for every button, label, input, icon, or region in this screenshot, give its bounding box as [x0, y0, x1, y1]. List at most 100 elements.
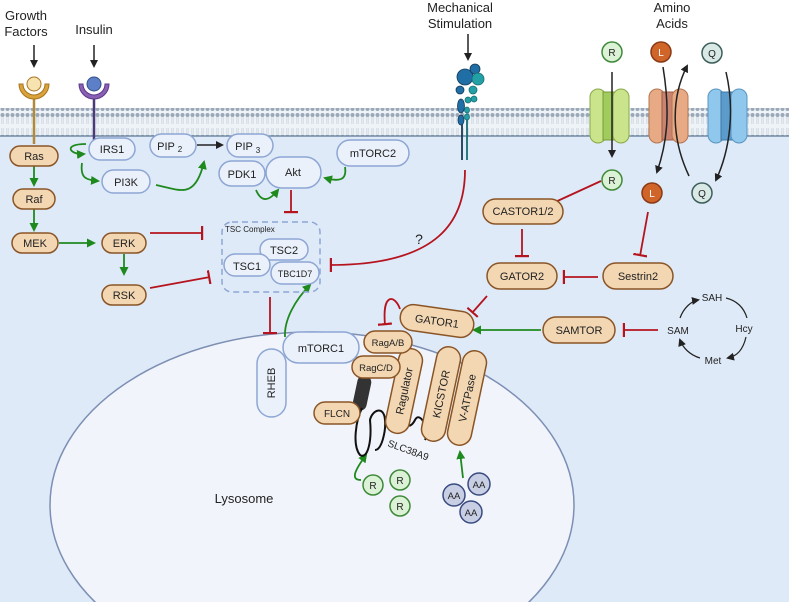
glutamine-transporter-icon	[707, 88, 748, 144]
node-pip3: PIP 3	[226, 133, 274, 158]
svg-text:Sestrin2: Sestrin2	[618, 271, 658, 283]
node-sestrin2: Sestrin2	[602, 262, 674, 290]
tsc-complex: TSC Complex TSC2 TSC1 TBC1D7	[221, 221, 321, 293]
svg-text:3: 3	[256, 146, 261, 155]
svg-text:RagC/D: RagC/D	[359, 363, 393, 374]
node-rheb: RHEB	[256, 348, 287, 418]
node-flcn: FLCN	[313, 401, 361, 425]
svg-text:PI3K: PI3K	[114, 177, 139, 189]
rsk-inhibits-tsc-line	[149, 270, 212, 289]
leucine-cytosolic: L	[641, 182, 663, 204]
leucine-inhibits-sestrin2-line	[633, 211, 649, 258]
node-akt: Akt	[265, 156, 322, 189]
node-gator1: GATOR1	[399, 303, 475, 339]
mechanical-inhibits-tsc-line	[329, 169, 466, 273]
mechanical-label-1: Mechanical	[427, 0, 493, 15]
svg-text:Akt: Akt	[285, 167, 301, 179]
glutamine-extracellular: Q	[701, 42, 723, 64]
svg-text:PIP: PIP	[235, 141, 253, 153]
node-ras: Ras	[9, 145, 59, 167]
svg-text:mTORC2: mTORC2	[350, 148, 396, 160]
arginine-transporter-icon	[589, 88, 630, 144]
svg-text:R: R	[396, 476, 403, 487]
lysosome-label: Lysosome	[215, 491, 274, 506]
svg-text:MEK: MEK	[23, 238, 48, 250]
node-pip2: PIP 2	[149, 133, 197, 158]
pi3k-to-pip3-arrow	[155, 160, 207, 191]
svg-text:L: L	[649, 189, 655, 200]
sah-label: SAH	[702, 293, 723, 304]
svg-text:AA: AA	[473, 480, 486, 491]
svg-text:CASTOR1/2: CASTOR1/2	[493, 206, 554, 218]
svg-text:AA: AA	[448, 491, 461, 502]
growth-factors-label-1: Growth	[5, 8, 47, 23]
svg-text:PIP: PIP	[157, 141, 175, 153]
gator2-inhibits-gator1-line	[466, 295, 488, 318]
aa-lysosomal-2: AA	[467, 472, 491, 496]
growth-factor-receptor-icon	[18, 76, 50, 144]
tsc-complex-label: TSC Complex	[225, 225, 275, 234]
node-mek: MEK	[11, 232, 59, 254]
node-tsc1: TSC1	[223, 253, 271, 277]
svg-text:Q: Q	[708, 49, 716, 60]
node-ragab: RagA/B	[363, 330, 413, 354]
node-pdk1: PDK1	[218, 160, 266, 187]
mechanical-label-2: Stimulation	[428, 16, 492, 31]
node-ragulator: Ragulator	[384, 347, 424, 435]
flcn-to-ragcd-arrow	[284, 283, 312, 338]
svg-text:R: R	[608, 176, 615, 187]
glutamine-cytosolic: Q	[691, 182, 713, 204]
insulin-receptor-icon	[78, 76, 110, 146]
node-castor: CASTOR1/2	[482, 198, 564, 225]
svg-text:RHEB: RHEB	[266, 368, 278, 399]
svg-text:Raf: Raf	[25, 194, 43, 206]
svg-text:L: L	[658, 48, 664, 59]
svg-text:FLCN: FLCN	[324, 409, 350, 420]
hcy-label: Hcy	[735, 324, 752, 335]
svg-text:2: 2	[178, 145, 183, 154]
node-tsc2: TSC2	[259, 238, 309, 261]
amino-acids-label-2: Acids	[656, 16, 688, 31]
met-label: Met	[705, 356, 722, 367]
unknown-mechanism-label: ?	[415, 231, 423, 247]
sam-cycle: SAM SAH Hcy Met	[667, 293, 752, 367]
insulin-to-irs1-arrow	[69, 143, 87, 159]
svg-text:RSK: RSK	[113, 290, 136, 302]
amino-acids-label-1: Amino	[654, 0, 691, 15]
svg-text:SAMTOR: SAMTOR	[556, 325, 603, 337]
svg-text:R: R	[396, 502, 403, 513]
arginine-cytosolic: R	[601, 169, 623, 191]
svg-text:Ras: Ras	[24, 151, 44, 163]
node-mtorc2: mTORC2	[336, 139, 410, 167]
svg-text:TBC1D7: TBC1D7	[278, 269, 313, 279]
node-pi3k: PI3K	[101, 169, 151, 194]
sam-label: SAM	[667, 326, 689, 337]
arginine-extracellular: R	[601, 41, 623, 63]
svg-text:GATOR2: GATOR2	[500, 271, 544, 283]
svg-text:TSC1: TSC1	[233, 261, 261, 273]
leucine-import-arrow	[655, 66, 668, 174]
svg-text:Q: Q	[698, 189, 706, 200]
node-vatpase: V-ATPase	[446, 350, 488, 446]
node-tbc1d7: TBC1D7	[270, 261, 320, 285]
arginine-lysosomal-2: R	[389, 469, 411, 491]
mtorc2-to-akt-arrow	[323, 166, 347, 185]
aa-lysosomal-3: AA	[459, 500, 483, 524]
node-raf: Raf	[12, 188, 56, 210]
gator1-inhibits-ragab-line	[377, 298, 401, 326]
irs1-to-pi3k-arrow	[80, 162, 100, 185]
svg-text:AA: AA	[465, 508, 478, 519]
node-rsk: RSK	[101, 284, 147, 306]
aa-to-vatpase-arrow	[456, 450, 466, 479]
mechanosensor-icon	[455, 63, 485, 160]
growth-factors-label-2: Factors	[4, 24, 48, 39]
svg-text:TSC2: TSC2	[270, 245, 298, 257]
glutamine-import-arrow	[714, 71, 732, 182]
arginine-lysosomal-1: R	[362, 474, 384, 496]
arginine-lysosomal-3: R	[389, 495, 411, 517]
node-irs1: IRS1	[88, 137, 136, 161]
node-ragcd: RagC/D	[351, 355, 401, 379]
svg-text:IRS1: IRS1	[100, 144, 124, 156]
